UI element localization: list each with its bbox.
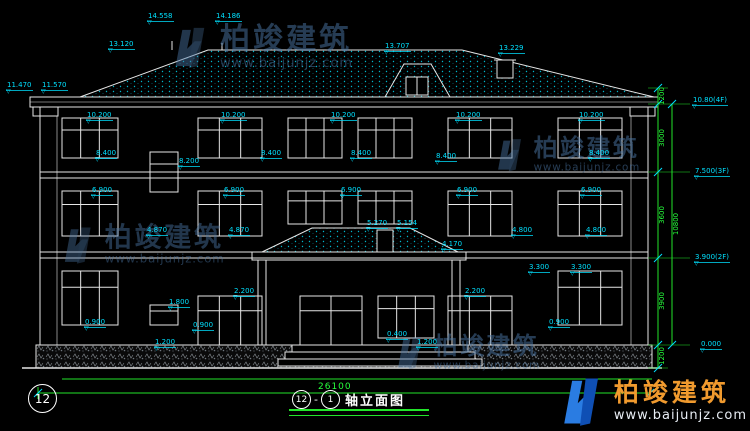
porch-vent [376, 229, 394, 253]
watermark: 柏竣建筑 www.baijunjz.com [392, 334, 540, 371]
drawing-title: 12 - 1 轴立面图 [292, 390, 405, 409]
brand-logo: 柏竣建筑 www.baijunjz.com [555, 374, 747, 428]
watermark-url: www.baijunjz.com [220, 55, 354, 71]
watermark-url: www.baijunjz.com [104, 252, 225, 266]
brand-logo-icon [564, 378, 598, 426]
watermark: 柏竣建筑 www.baijunjz.com [58, 224, 225, 266]
sheet-number-bubble: 12 [28, 384, 57, 413]
watermark-brand-name: 柏竣建筑 [220, 22, 352, 57]
brand-name: 柏竣建筑 [613, 378, 730, 408]
watermark-brand-name: 柏竣建筑 [533, 134, 640, 163]
watermark-logo-icon [498, 139, 522, 172]
watermark-brand-name: 柏竣建筑 [104, 222, 224, 254]
watermark-logo-icon [175, 28, 205, 69]
axis-separator: - [314, 393, 318, 406]
watermark-url: www.baijunjz.com [533, 161, 641, 174]
windows [61, 117, 623, 346]
watermark-logo-icon [64, 227, 91, 264]
sheet-number: 12 [34, 391, 51, 406]
entry-step [277, 358, 483, 367]
watermark-brand-name: 柏竣建筑 [433, 332, 540, 361]
watermark: 柏竣建筑 www.baijunjz.com [168, 24, 353, 71]
porch-eave [251, 251, 467, 261]
floor-band-3f [39, 171, 649, 179]
pilaster-cap-left [32, 106, 59, 117]
brand-url: www.baijunjz.com [613, 407, 747, 423]
watermark-logo-icon [398, 337, 422, 370]
axis-bubble-start: 12 [292, 390, 311, 409]
watermark-url: www.baijunjz.com [433, 359, 541, 372]
watermark: 柏竣建筑 www.baijunjz.com [492, 136, 640, 173]
axis-bubble-end: 1 [320, 390, 340, 409]
building-linework [22, 41, 662, 369]
title-underline [289, 409, 429, 416]
title-text: 轴立面图 [344, 394, 405, 409]
pilaster-cap-right [629, 106, 656, 117]
